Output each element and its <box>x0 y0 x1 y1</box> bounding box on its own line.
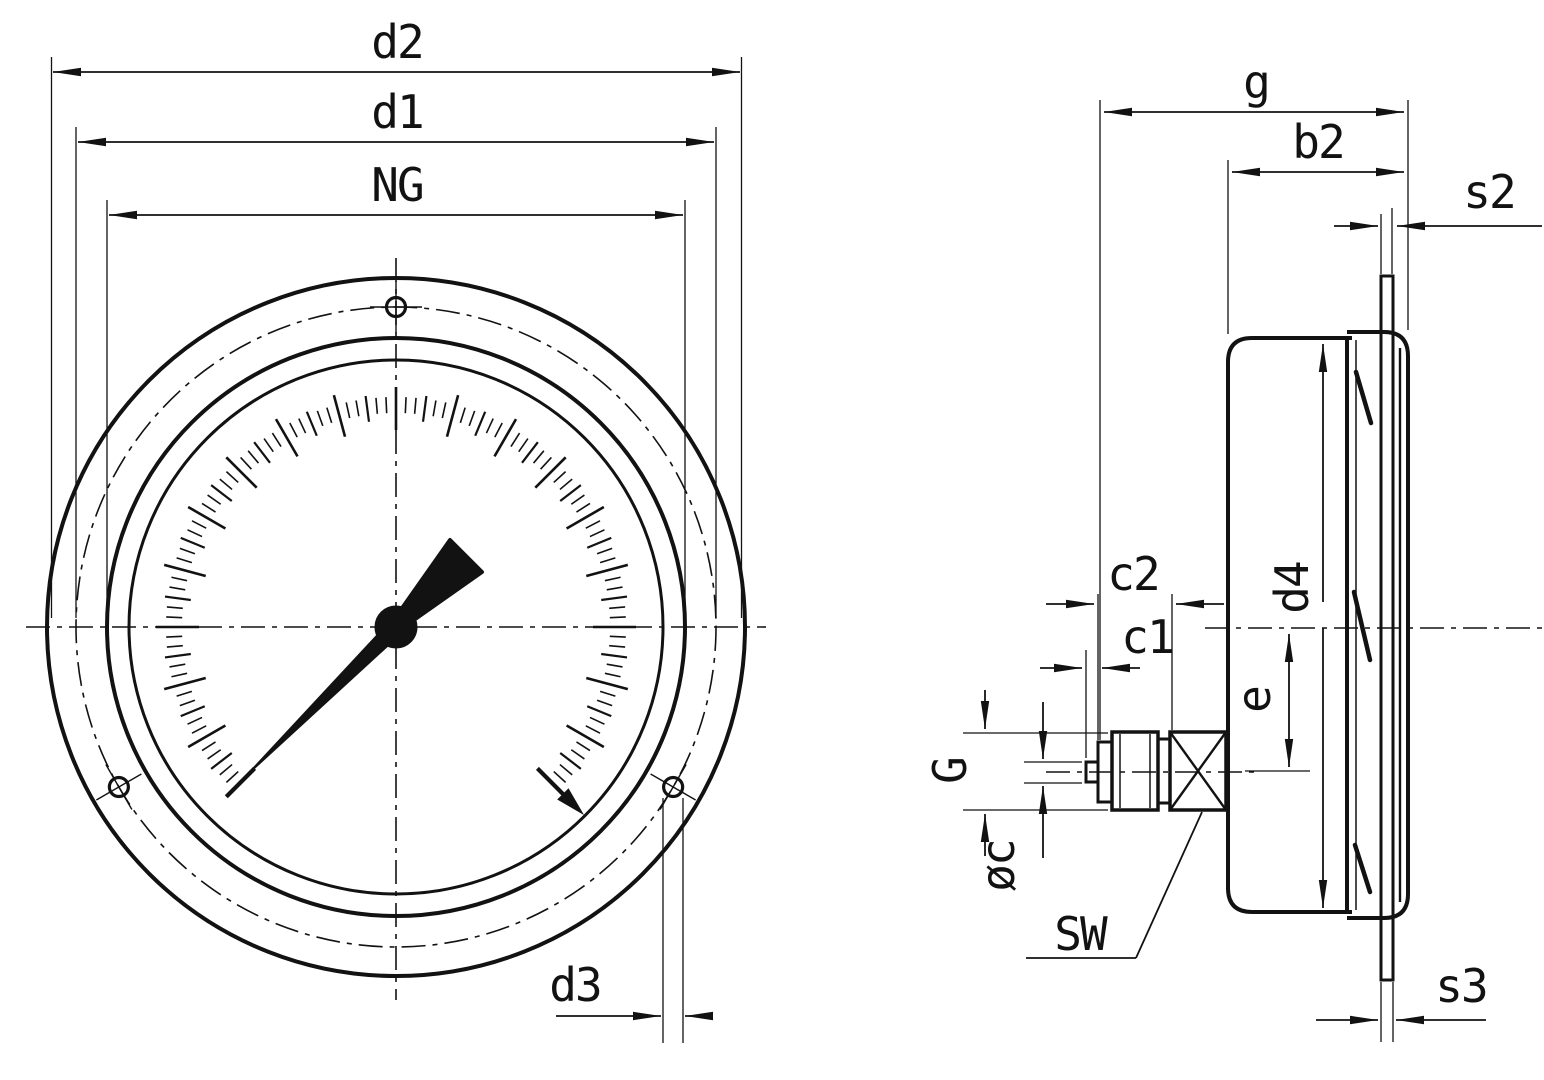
dim-label-c2: c2 <box>1107 547 1158 601</box>
mounting-holes <box>96 281 696 810</box>
dimension-e: e <box>1227 634 1310 772</box>
dim-label-d2: d2 <box>371 15 422 69</box>
mounting-hole <box>96 764 142 810</box>
dimension-b2: b2 <box>1227 115 1404 334</box>
dim-label-d4: d4 <box>1265 562 1319 614</box>
dim-label-d1: d1 <box>371 85 422 139</box>
stem-step <box>1156 737 1172 805</box>
needle-shaft <box>249 620 403 773</box>
dim-label-b2: b2 <box>1292 115 1343 169</box>
hex-nut <box>1168 730 1228 812</box>
dimension-phi-c: øc <box>971 702 1082 892</box>
dim-label-e: e <box>1227 687 1281 713</box>
needle-counterweight <box>398 538 484 624</box>
dim-label-c1: c1 <box>1121 610 1172 664</box>
dimension-d4: d4 <box>1265 344 1328 908</box>
dimension-s2: s2 <box>1334 165 1542 274</box>
callout-sw: SW <box>1026 811 1203 961</box>
connection-stem <box>1084 730 1228 812</box>
dimension-s3: s3 <box>1316 959 1489 1042</box>
dim-label-g: g <box>1243 55 1269 109</box>
case-rim-circle <box>105 336 687 918</box>
glass-slash-1 <box>1353 369 1374 426</box>
dim-label-sw: SW <box>1054 907 1108 961</box>
sw-leader-line <box>1135 811 1203 959</box>
dim-label-thread-g: G <box>923 758 977 784</box>
front-flange-plate <box>1379 274 1395 982</box>
dim-label-ng: NG <box>371 158 422 212</box>
needle-hub <box>374 605 418 649</box>
case-body-outline <box>1226 336 1352 914</box>
dimension-thread-g: G <box>923 690 1108 856</box>
dim-label-s3: s3 <box>1435 959 1486 1013</box>
dimension-g: g <box>1099 55 1409 740</box>
dim-label-d3: d3 <box>549 958 600 1012</box>
glass-slash-2 <box>1351 589 1373 663</box>
dimension-c1: c1 <box>1040 610 1175 758</box>
bezel-inner-circle <box>127 358 665 896</box>
dial-scale <box>156 387 636 816</box>
front-view: d2 d1 NG d3 <box>26 15 766 1043</box>
dimension-c2: c2 <box>1046 547 1224 740</box>
glass-slash-3 <box>1352 842 1373 895</box>
side-view: g b2 s2 c2 c1 <box>923 55 1542 1042</box>
dim-label-phi-c: øc <box>971 840 1025 891</box>
flange-outer-circle <box>45 276 747 978</box>
mounting-hole <box>650 764 696 810</box>
dimension-d2: d2 <box>50 15 743 618</box>
dimension-ng: NG <box>106 158 686 618</box>
thread-block <box>1110 730 1160 812</box>
dimension-d1: d1 <box>75 85 717 618</box>
pointer-needle <box>249 538 484 773</box>
dim-label-s2: s2 <box>1463 165 1514 219</box>
mounting-hole <box>370 281 422 333</box>
dimension-d3: d3 <box>549 798 713 1043</box>
